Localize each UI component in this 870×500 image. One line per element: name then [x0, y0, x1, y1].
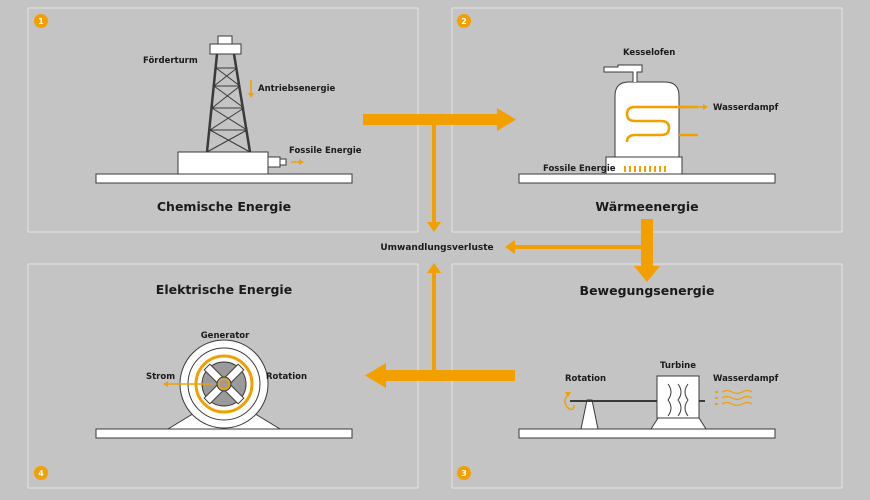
panel-title: Wärmeenergie: [595, 199, 698, 214]
label-steam: Wasserdampf: [713, 103, 779, 113]
panel-title: Bewegungsenergie: [580, 283, 715, 298]
arrow-2-to-3: [641, 219, 653, 267]
step-badge: [457, 466, 471, 480]
panel-electrical-energy: 4 Elektrische Energie Generator Strom Ro…: [27, 263, 419, 489]
step-number: 3: [461, 469, 467, 478]
loss-branch-right: [514, 245, 641, 249]
label-derrick: Förderturm: [143, 56, 198, 66]
label-drive-energy: Antriebsenergie: [258, 84, 335, 94]
steam-lines: [715, 389, 753, 407]
label-current: Strom: [146, 372, 175, 382]
step-number: 2: [461, 17, 467, 26]
arrow-3-to-4: [385, 370, 515, 381]
label-rotation: Rotation: [266, 372, 307, 382]
rotation-arrow: [564, 392, 575, 411]
energy-arrows: [686, 104, 708, 110]
label-generator: Generator: [201, 331, 250, 341]
flow-arrows: [363, 108, 660, 388]
label-steam: Wasserdampf: [713, 374, 779, 384]
conversion-losses-label: Umwandlungsverluste: [380, 243, 493, 253]
step-badge: [34, 466, 48, 480]
label-boiler: Kesselofen: [623, 48, 675, 58]
panel-kinetic-energy: 3 Bewegungsenergie Rotation Turbine Wass…: [451, 263, 843, 489]
arrow-1-to-2: [363, 114, 498, 125]
turbine-illustration: [518, 375, 776, 439]
generator-illustration: [95, 339, 353, 439]
step-number: 4: [38, 469, 44, 478]
panel-title: Chemische Energie: [157, 199, 291, 214]
oil-derrick-illustration: [95, 35, 353, 184]
step-badge: [457, 14, 471, 28]
step-badge: [34, 14, 48, 28]
arrow-1-to-2-head: [497, 108, 516, 131]
label-fossil-energy: Fossile Energie: [289, 146, 362, 156]
loss-branch-bottom: [432, 272, 436, 370]
label-fossil-energy: Fossile Energie: [543, 164, 616, 174]
panel-title: Elektrische Energie: [156, 282, 292, 297]
label-turbine: Turbine: [660, 361, 696, 371]
heat-flames: [624, 166, 666, 172]
energy-arrows: [248, 80, 304, 165]
label-rotation: Rotation: [565, 374, 606, 384]
energy-arrows: [163, 381, 212, 387]
panel-thermal-energy: 2 Kesselofen Wasserdampf: [451, 7, 843, 233]
loss-branch-top: [432, 125, 436, 223]
step-number: 1: [38, 17, 44, 26]
panel-chemical-energy: 1: [27, 7, 419, 233]
